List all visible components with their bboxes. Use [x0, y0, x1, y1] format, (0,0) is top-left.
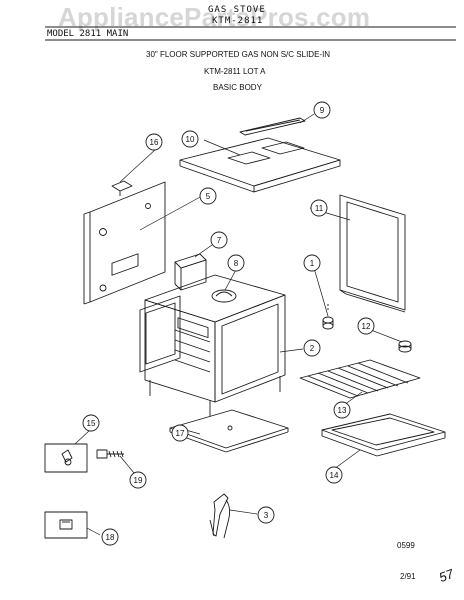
callout-label: 11: [315, 204, 324, 213]
callout-13: 13: [333, 401, 351, 419]
part-2-oven-body: [144, 274, 286, 416]
callout-8: 8: [227, 254, 245, 272]
callout-label: 17: [176, 429, 185, 438]
callout-label: 13: [338, 406, 347, 415]
part-5-back-panel: [83, 181, 166, 305]
callout-label: 2: [310, 344, 315, 353]
callout-label: 5: [206, 192, 211, 201]
part-19-screw: [96, 449, 124, 459]
part-3-spring: [209, 493, 231, 539]
callout-7: 7: [210, 231, 228, 249]
callout-3: 3: [257, 506, 275, 524]
part-12-leg: [398, 340, 412, 353]
part-9-top-trim: [239, 117, 306, 136]
callout-label: 18: [106, 533, 115, 542]
callout-label: 8: [234, 259, 239, 268]
callout-16: 16: [145, 133, 163, 151]
diagram-lot: KTM-2811 LOT A: [204, 67, 266, 76]
part-1-knob: [322, 302, 334, 330]
callout-label: 12: [362, 322, 371, 331]
part-8-burner: [211, 289, 237, 303]
part-14-broiler-pan: [321, 413, 446, 457]
callout-14: 14: [325, 466, 343, 484]
drawing-code: 0599: [397, 541, 415, 550]
callout-label: 7: [217, 236, 222, 245]
diagram-subtitle: 30" FLOOR SUPPORTED GAS NON S/C SLIDE-IN: [146, 50, 331, 59]
revision-date: 2/91: [400, 572, 416, 581]
callout-2: 2: [303, 339, 321, 357]
part-16-bracket: [111, 180, 133, 196]
callout-15: 15: [82, 414, 100, 432]
section-title: BASIC BODY: [213, 83, 262, 92]
part-11-side-panel: [339, 194, 406, 313]
callout-17: 17: [171, 424, 189, 442]
callout-12: 12: [357, 317, 375, 335]
callout-label: 10: [186, 135, 195, 144]
callout-11: 11: [310, 199, 328, 217]
oven-left-wall: [139, 295, 181, 373]
part-13-oven-rack: [299, 359, 421, 399]
callout-label: 15: [87, 419, 96, 428]
model-number-top: KTM-2811: [212, 16, 264, 26]
product-title: GAS STOVE: [208, 5, 266, 15]
callout-label: 19: [134, 476, 143, 485]
callout-label: 3: [264, 511, 269, 520]
callout-1: 1: [303, 254, 321, 272]
part-10-cooktop: [179, 137, 341, 193]
part-18-hardware-box: [44, 511, 88, 539]
callout-19: 19: [129, 471, 147, 489]
callout-label: 16: [150, 138, 159, 147]
callout-9: 9: [313, 101, 331, 119]
part-15-hardware-box: [44, 443, 88, 473]
callout-label: 1: [310, 259, 315, 268]
callout-18: 18: [101, 528, 119, 546]
part-7-vent: [174, 253, 207, 291]
callout-5: 5: [199, 187, 217, 205]
callout-label: 14: [330, 471, 339, 480]
callout-label: 9: [320, 106, 325, 115]
leader-lines: [74, 113, 403, 536]
callout-10: 10: [181, 130, 199, 148]
model-label: MODEL 2811 MAIN: [47, 29, 129, 39]
